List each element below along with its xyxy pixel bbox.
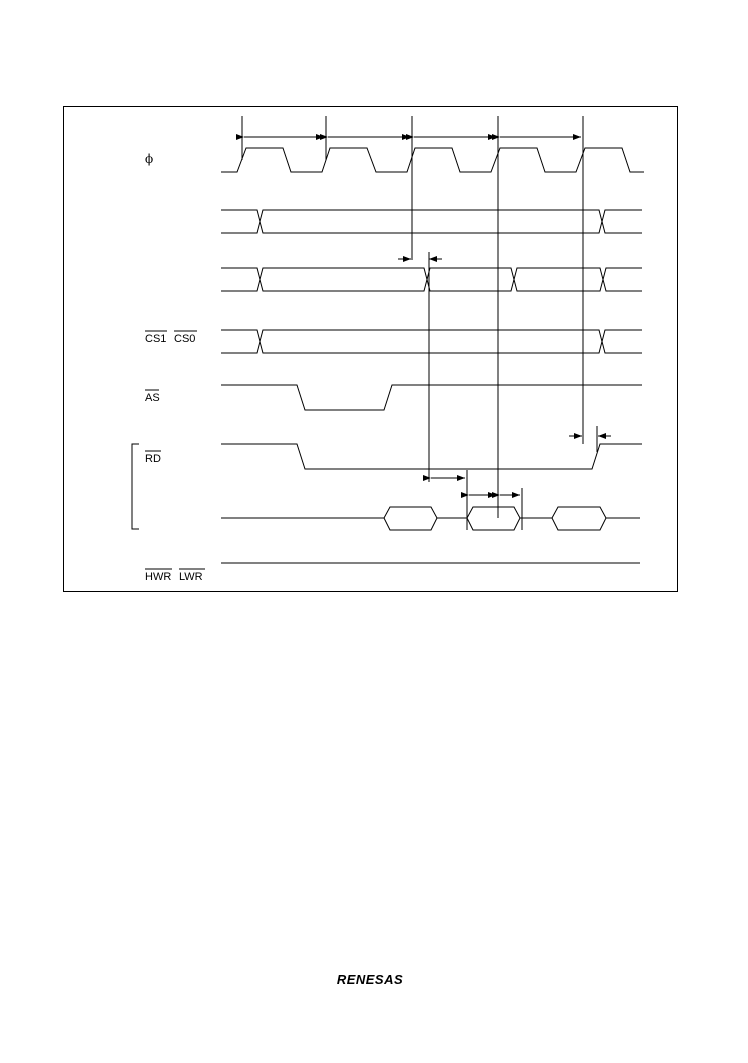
lwr-label: LWR <box>179 571 203 583</box>
data-phase-bus-waveform <box>221 267 642 292</box>
phi-clock-waveform <box>221 147 644 173</box>
hwr-label: HWR <box>145 571 171 583</box>
as-label-group: AS <box>145 389 160 404</box>
as-label: AS <box>145 392 160 404</box>
cs-waveform <box>221 329 642 354</box>
rd-hold-arrows <box>569 426 611 452</box>
cs1-label-group: CS1 <box>145 330 167 345</box>
cs0-label-group: CS0 <box>174 330 197 345</box>
clock-reference-lines <box>241 116 584 518</box>
access-timing-lines <box>428 252 523 530</box>
as-waveform <box>221 384 642 411</box>
data-bus-waveform <box>221 506 640 531</box>
address-bus-waveform <box>221 209 642 234</box>
renesas-logo: RENESAS <box>337 972 403 987</box>
rd-label: RD <box>145 453 161 465</box>
diagram-frame <box>63 106 678 592</box>
access-timing-arrows <box>423 475 520 498</box>
phi-label: ϕ <box>145 152 153 166</box>
cs1-label: CS1 <box>145 333 166 345</box>
cs0-label: CS0 <box>174 333 195 345</box>
hwr-label-group: HWR <box>145 568 172 583</box>
rd-label-group: RD <box>145 450 161 465</box>
read-bracket <box>131 443 139 530</box>
rd-waveform <box>221 443 642 470</box>
lwr-label-group: LWR <box>179 568 205 583</box>
